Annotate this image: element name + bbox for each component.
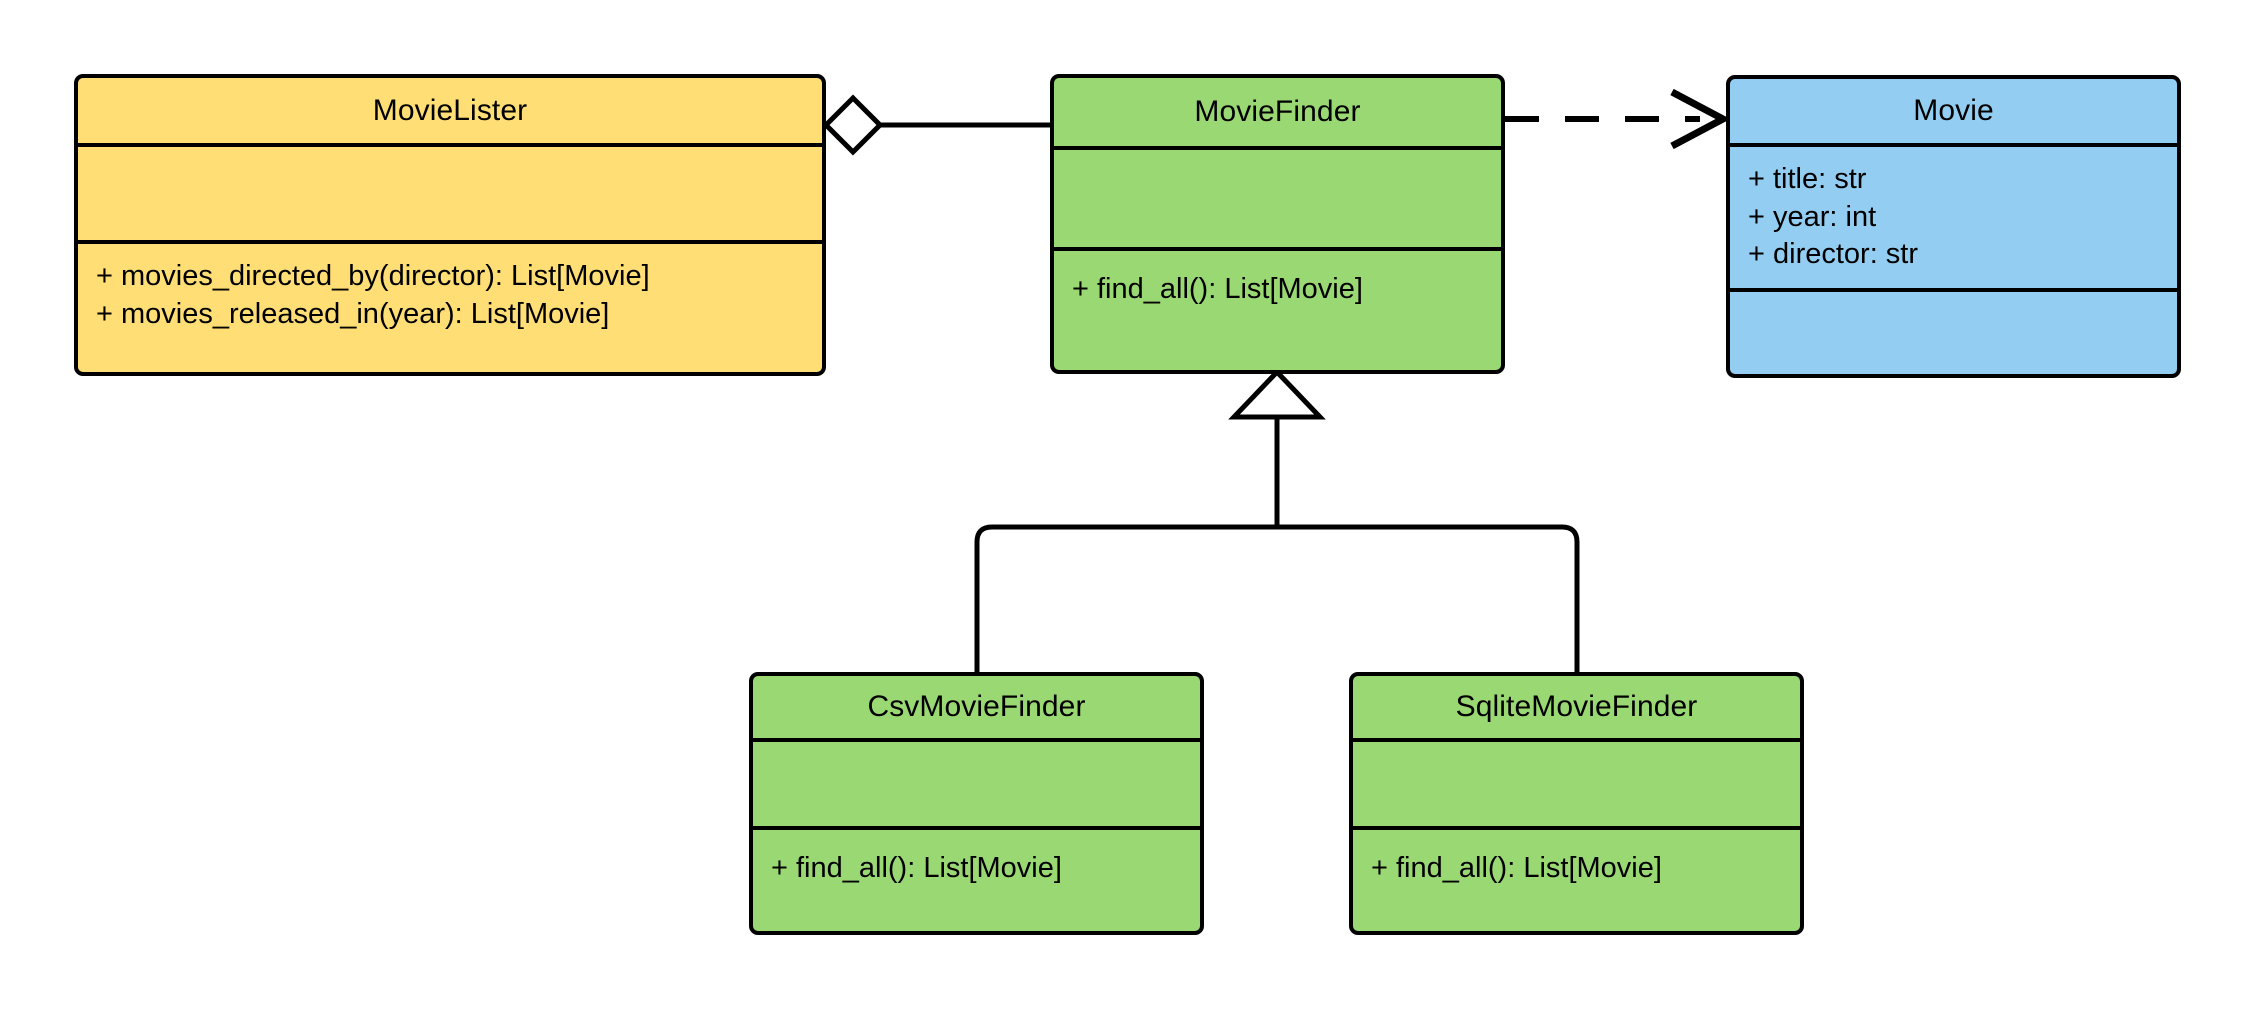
attribute-item: + title: str — [1748, 163, 1867, 195]
method-item: + movies_released_in(year): List[Movie] — [96, 297, 610, 330]
attributes-compartment-csvmoviefinder — [753, 742, 1200, 830]
class-box-moviefinder[interactable]: MovieFinder + find_all(): List[Movie] — [1050, 74, 1505, 374]
class-name-moviefinder: MovieFinder — [1054, 78, 1501, 150]
method-item: + movies_directed_by(director): List[Mov… — [96, 260, 650, 292]
generalization-tree — [974, 368, 1580, 672]
aggregation-lister-finder — [822, 94, 1050, 156]
attributes-compartment-moviefinder — [1054, 150, 1501, 251]
dependency-finder-movie — [1505, 88, 1731, 150]
methods-compartment-moviefinder: + find_all(): List[Movie] — [1054, 251, 1501, 370]
method-item: + find_all(): List[Movie] — [771, 852, 1062, 884]
class-name-sqlitemoviefinder: SqliteMovieFinder — [1353, 676, 1800, 742]
attribute-item: + director: str — [1748, 238, 1919, 271]
hollow-triangle-icon — [1228, 368, 1326, 420]
attributes-compartment-movielister — [78, 147, 822, 244]
method-item: + find_all(): List[Movie] — [1371, 852, 1662, 884]
attribute-item: + year: int — [1748, 200, 1877, 233]
class-name-csvmoviefinder: CsvMovieFinder — [753, 676, 1200, 742]
generalization-branch-path — [974, 524, 1580, 672]
methods-compartment-sqlitemoviefinder: + find_all(): List[Movie] — [1353, 830, 1800, 931]
class-box-csvmoviefinder[interactable]: CsvMovieFinder + find_all(): List[Movie] — [749, 672, 1204, 935]
open-arrow-icon — [1670, 88, 1731, 150]
class-box-movie[interactable]: Movie + title: str + year: int + directo… — [1726, 75, 2181, 378]
methods-compartment-movie — [1730, 292, 2177, 374]
methods-compartment-movielister: + movies_directed_by(director): List[Mov… — [78, 244, 822, 372]
methods-compartment-csvmoviefinder: + find_all(): List[Movie] — [753, 830, 1200, 931]
class-name-movielister: MovieLister — [78, 78, 822, 147]
class-box-sqlitemoviefinder[interactable]: SqliteMovieFinder + find_all(): List[Mov… — [1349, 672, 1804, 935]
attributes-compartment-sqlitemoviefinder — [1353, 742, 1800, 830]
class-box-movielister[interactable]: MovieLister + movies_directed_by(directo… — [74, 74, 826, 376]
class-name-movie: Movie — [1730, 79, 2177, 147]
method-item: + find_all(): List[Movie] — [1072, 273, 1363, 305]
attributes-compartment-movie: + title: str + year: int + director: str — [1730, 147, 2177, 292]
hollow-diamond-icon — [822, 94, 884, 156]
